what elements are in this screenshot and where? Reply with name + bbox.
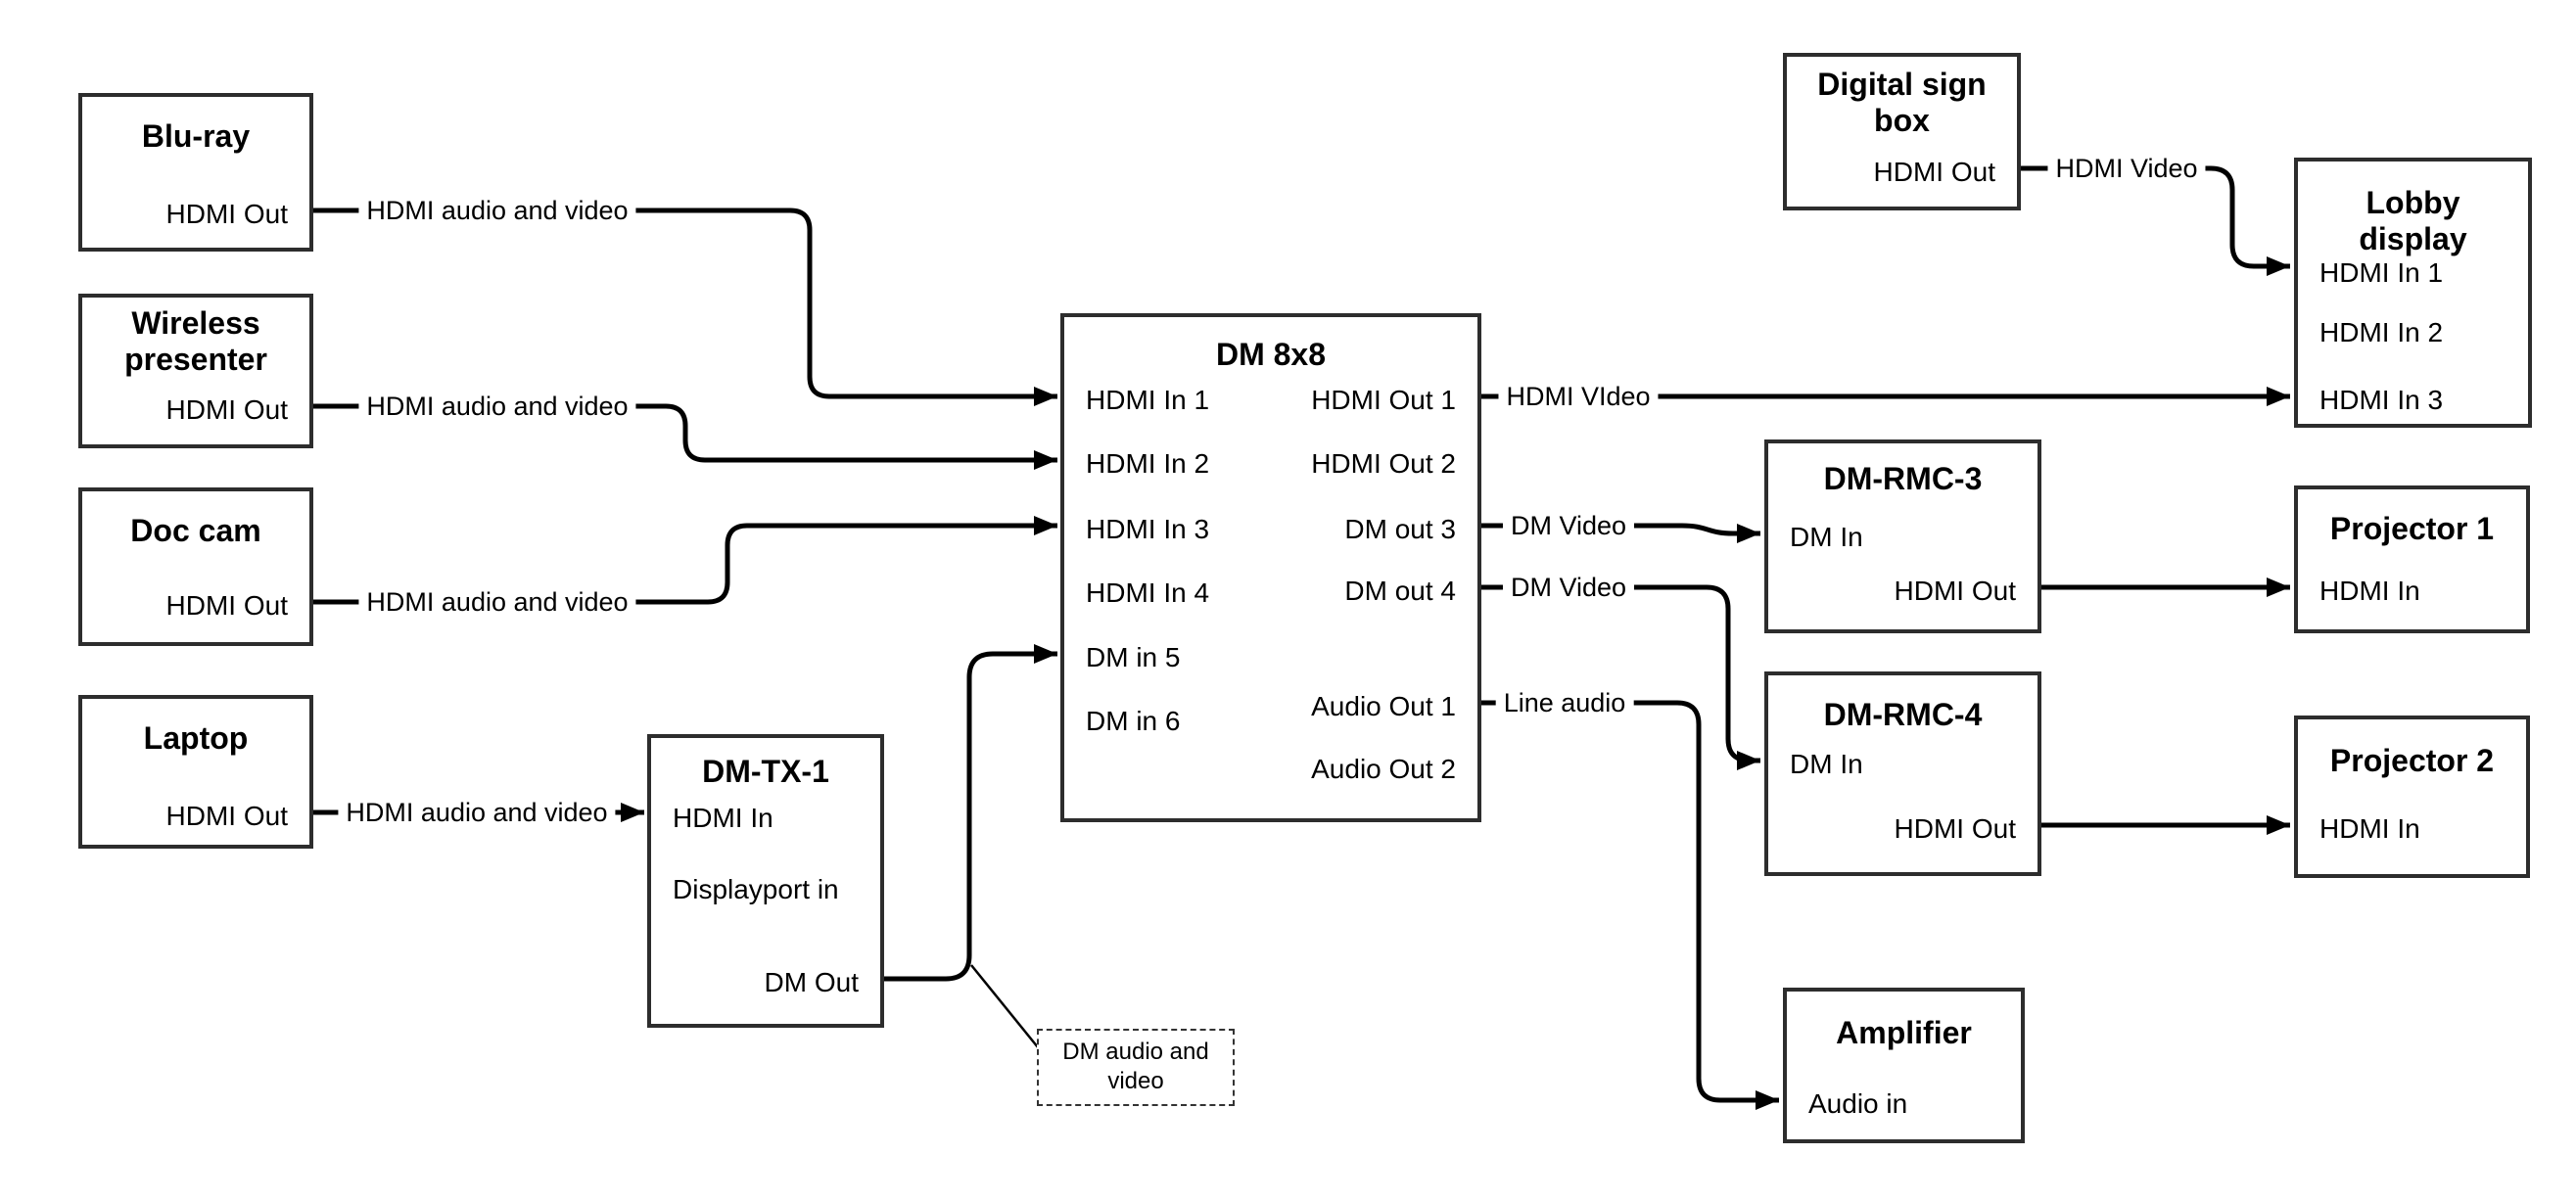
box-dm-rmc-4: DM-RMC-4 DM In HDMI Out bbox=[1764, 671, 2041, 876]
box-laptop: Laptop HDMI Out bbox=[78, 695, 313, 849]
port-hdmi-in-3: HDMI In 3 bbox=[1086, 514, 1210, 544]
port-hdmi-in-2: HDMI In 2 bbox=[2319, 317, 2444, 347]
box-doc-cam: Doc cam HDMI Out bbox=[78, 487, 313, 646]
port-dm-out-4: DM out 4 bbox=[1344, 576, 1456, 606]
note-callout-line bbox=[970, 964, 1039, 1048]
port-audio-out-2: Audio Out 2 bbox=[1311, 754, 1456, 784]
box-title: DM-RMC-4 bbox=[1823, 697, 1983, 732]
box-projector-1: Projector 1 HDMI In bbox=[2294, 485, 2530, 633]
port-audio-out-1: Audio Out 1 bbox=[1311, 691, 1456, 721]
port-displayport-in: Displayport in bbox=[673, 874, 839, 904]
box-dm-tx-1: DM-TX-1 HDMI In Displayport in DM Out bbox=[647, 734, 884, 1028]
box-dm-rmc-3: DM-RMC-3 DM In HDMI Out bbox=[1764, 439, 2041, 633]
port-hdmi-out-1: HDMI Out 1 bbox=[1311, 385, 1456, 415]
box-title: Blu-ray bbox=[141, 118, 251, 154]
box-title: Digital sign box bbox=[1817, 67, 1987, 138]
box-projector-2: Projector 2 HDMI In bbox=[2294, 716, 2530, 878]
port-hdmi-out: HDMI Out bbox=[165, 801, 288, 831]
port-hdmi-in-2: HDMI In 2 bbox=[1086, 448, 1210, 479]
port-hdmi-out: HDMI Out bbox=[1873, 157, 1995, 187]
box-dm-8x8: DM 8x8 HDMI In 1 HDMI In 2 HDMI In 3 HDM… bbox=[1060, 313, 1481, 822]
line-label-blu-ray: HDMI audio and video bbox=[358, 195, 636, 226]
port-dm-out-3: DM out 3 bbox=[1344, 514, 1456, 544]
port-hdmi-out: HDMI Out bbox=[165, 590, 288, 621]
port-dm-in: DM In bbox=[1790, 749, 1863, 779]
port-hdmi-in-1: HDMI In 1 bbox=[2319, 257, 2444, 288]
connector-blu-ray-to-hdmi-in-1 bbox=[313, 208, 1057, 406]
line-label-laptop: HDMI audio and video bbox=[338, 797, 616, 828]
port-hdmi-in: HDMI In bbox=[2319, 576, 2420, 606]
box-wireless-presenter: Wireless presenter HDMI Out bbox=[78, 294, 313, 448]
connector-doc-cam-to-hdmi-in-3 bbox=[313, 516, 1057, 605]
port-dm-in-6: DM in 6 bbox=[1086, 706, 1181, 736]
box-title: DM 8x8 bbox=[1215, 337, 1327, 372]
box-title: Doc cam bbox=[130, 513, 261, 548]
box-title: Amplifier bbox=[1836, 1015, 1972, 1050]
port-hdmi-in: HDMI In bbox=[673, 803, 773, 833]
connector-dm-tx-1-to-dm-in-5 bbox=[884, 644, 1057, 982]
line-label-wireless: HDMI audio and video bbox=[358, 391, 636, 422]
port-hdmi-out: HDMI Out bbox=[1894, 576, 2016, 606]
line-label-hdmi-out-1: HDMI VIdeo bbox=[1498, 381, 1659, 412]
port-hdmi-in-4: HDMI In 4 bbox=[1086, 577, 1210, 608]
port-hdmi-out: HDMI Out bbox=[165, 199, 288, 229]
port-dm-in: DM In bbox=[1790, 522, 1863, 552]
connector-dm-out-3-to-rmc-3 bbox=[1481, 523, 1760, 543]
box-blu-ray: Blu-ray HDMI Out bbox=[78, 93, 313, 252]
port-hdmi-in-3: HDMI In 3 bbox=[2319, 385, 2444, 415]
box-amplifier: Amplifier Audio in bbox=[1783, 988, 2025, 1143]
line-label-dm-out-4: DM Video bbox=[1502, 572, 1635, 603]
box-title: Projector 1 bbox=[2329, 511, 2495, 546]
line-label-sign: HDMI Video bbox=[2047, 153, 2206, 184]
line-label-dm-out-3: DM Video bbox=[1502, 510, 1635, 541]
connector-wireless-to-hdmi-in-2 bbox=[313, 403, 1057, 470]
line-label-audio-out-1: Line audio bbox=[1495, 687, 1634, 718]
box-title: Wireless presenter bbox=[124, 305, 267, 377]
box-lobby-display: Lobby display HDMI In 1 HDMI In 2 HDMI I… bbox=[2294, 158, 2532, 428]
box-title: Projector 2 bbox=[2329, 743, 2495, 778]
port-hdmi-in-1: HDMI In 1 bbox=[1086, 385, 1210, 415]
port-dm-out: DM Out bbox=[764, 967, 859, 997]
box-title: Lobby display bbox=[2359, 185, 2467, 256]
port-hdmi-out: HDMI Out bbox=[165, 394, 288, 425]
connector-dm-out-4-to-rmc-4 bbox=[1481, 584, 1760, 770]
connector-sign-to-lobby-in-1 bbox=[2021, 165, 2290, 276]
port-hdmi-out: HDMI Out bbox=[1894, 813, 2016, 844]
box-digital-sign: Digital sign box HDMI Out bbox=[1783, 53, 2021, 210]
note-dm-audio-video: DM audio and video bbox=[1037, 1029, 1235, 1106]
port-audio-in: Audio in bbox=[1808, 1088, 1908, 1119]
port-hdmi-in: HDMI In bbox=[2319, 813, 2420, 844]
port-hdmi-out-2: HDMI Out 2 bbox=[1311, 448, 1456, 479]
box-title: Laptop bbox=[143, 720, 249, 756]
port-dm-in-5: DM in 5 bbox=[1086, 642, 1181, 672]
box-title: DM-TX-1 bbox=[702, 754, 829, 789]
connector-audio-out-1-to-amplifier bbox=[1481, 700, 1779, 1110]
box-title: DM-RMC-3 bbox=[1823, 461, 1983, 496]
line-label-doc-cam: HDMI audio and video bbox=[358, 586, 636, 618]
